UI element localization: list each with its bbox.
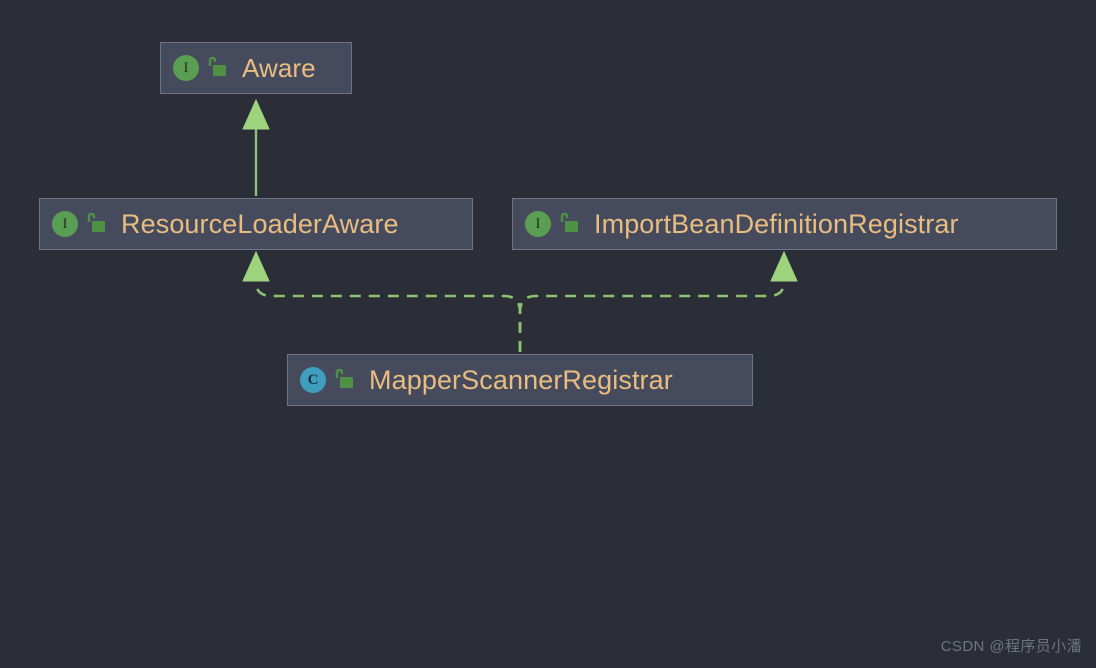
edge-extends-aware <box>242 98 270 196</box>
node-label: ImportBeanDefinitionRegistrar <box>594 208 959 239</box>
node-import-bean-definition-registrar[interactable]: I ImportBeanDefinitionRegistrar <box>512 198 1057 250</box>
node-resource-loader-aware[interactable]: I ResourceLoaderAware <box>39 198 473 250</box>
node-label: MapperScannerRegistrar <box>369 364 673 395</box>
node-aware[interactable]: I Aware <box>160 42 352 94</box>
edge-implements-resourceloaderaware <box>242 250 522 352</box>
node-import-bean-definition-registrar-icons: I <box>525 211 580 237</box>
node-label: ResourceLoaderAware <box>121 208 399 239</box>
interface-icon: I <box>52 211 78 237</box>
edge-implements-importbeandefinitionregistrar <box>518 250 798 352</box>
node-resource-loader-aware-icons: I <box>52 211 107 237</box>
node-label: Aware <box>242 53 316 83</box>
unlocked-padlock-icon <box>335 368 353 388</box>
unlocked-padlock-icon <box>560 212 578 232</box>
node-aware-icons: I <box>173 55 228 81</box>
interface-icon: I <box>173 55 199 81</box>
unlocked-padlock-icon <box>87 212 105 232</box>
node-mapper-scanner-registrar-icons: C <box>300 367 355 393</box>
unlocked-padlock-icon <box>208 56 226 76</box>
class-icon: C <box>300 367 326 393</box>
node-mapper-scanner-registrar[interactable]: C MapperScannerRegistrar <box>287 354 753 406</box>
interface-icon: I <box>525 211 551 237</box>
watermark: CSDN @程序员小潘 <box>940 638 1082 655</box>
